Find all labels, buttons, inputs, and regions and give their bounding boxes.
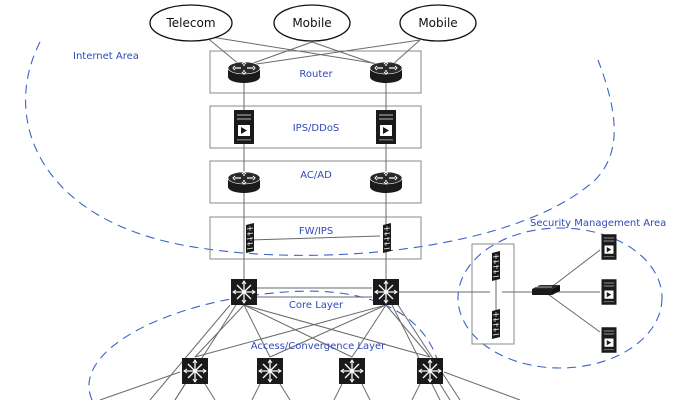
cloud-mobile-1 (273, 4, 351, 42)
internet-area-label: Internet Area (73, 51, 139, 62)
ac-layer-label: AC/AD (300, 170, 332, 181)
access-switch-icon (416, 357, 444, 385)
core-switch-icon (230, 278, 258, 306)
server-icon (376, 110, 396, 144)
access-layer-label: Access/Convergence Layer (251, 341, 386, 352)
ac-layer-box (209, 160, 422, 204)
router-icon (227, 171, 261, 194)
internet-area-boundary (25, 41, 615, 256)
access-switch-icon (181, 357, 209, 385)
hub-switch-icon (531, 284, 561, 296)
ips-layer-box (209, 105, 422, 149)
router-icon (369, 61, 403, 84)
security-area-label: Security Management Area (530, 218, 666, 229)
security-area-boundary (457, 227, 663, 369)
ips-layer-label: IPS/DDoS (293, 123, 340, 134)
router-layer-box (209, 50, 422, 94)
cloud-label: Mobile (418, 16, 457, 30)
connection-lines (99, 35, 601, 400)
server-icon (601, 279, 617, 305)
core-switch-icon (372, 278, 400, 306)
firewall-icon (382, 222, 392, 254)
access-switch-icon (338, 357, 366, 385)
cloud-label: Telecom (165, 16, 215, 30)
server-icon (601, 234, 617, 260)
router-layer-label: Router (299, 69, 333, 80)
server-icon (601, 327, 617, 353)
firewall-icon (245, 222, 255, 254)
security-firewall-box (471, 243, 515, 345)
cloud-telecom (149, 4, 233, 42)
firewall-icon (491, 308, 501, 340)
server-icon (234, 110, 254, 144)
cloud-mobile-2 (399, 4, 477, 42)
router-icon (227, 61, 261, 84)
core-area-boundary (88, 290, 441, 400)
firewall-icon (491, 250, 501, 282)
router-icon (369, 171, 403, 194)
fw-layer-box (209, 216, 422, 260)
cloud-label: Mobile (292, 16, 331, 30)
access-switch-icon (256, 357, 284, 385)
fw-layer-label: FW/IPS (299, 226, 333, 237)
core-layer-label: Core Layer (289, 300, 344, 311)
